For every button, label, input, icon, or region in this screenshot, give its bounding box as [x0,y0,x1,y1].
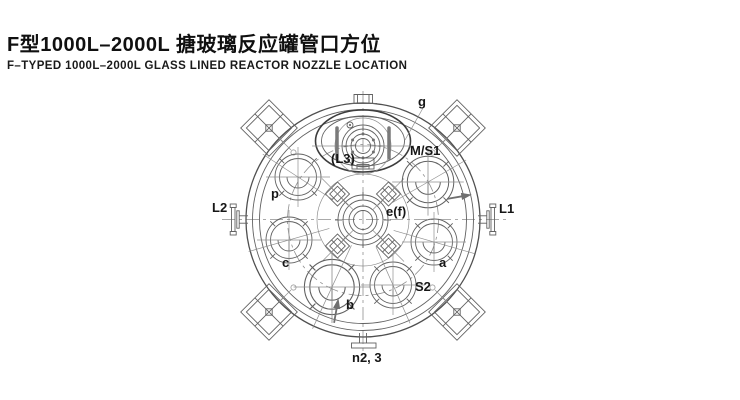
nozzle-l1-flange [478,203,497,236]
nozzle-ms1 [389,147,467,217]
label-l3: (L3) [331,151,355,166]
label-ms1: M/S1 [410,143,440,158]
title-block: F型1000L–2000L 搪玻璃反应罐管口方位 F–TYPED 1000L–2… [7,28,407,72]
top-lug [349,94,377,104]
label-g: g [418,94,426,109]
label-s2: S2 [415,279,431,294]
nozzle-b [293,245,371,329]
direction-arrow-right-icon [445,190,474,204]
bolt-mark-icon [346,121,354,129]
nozzle-c [248,209,330,271]
label-l2: L2 [212,200,227,215]
manway [312,109,414,175]
nozzle-a [393,211,475,273]
nozzle-s2 [360,246,426,324]
label-l1: L1 [499,201,514,216]
nozzle-l2-flange [229,203,248,236]
g-leader-line [404,107,424,141]
center-diamond-lugs [321,178,405,262]
label-a: a [439,255,447,270]
label-b: b [346,297,354,312]
label-c: c [282,255,289,270]
label-n23: n2, 3 [352,350,382,365]
label-p: p [271,186,279,201]
page-title: F型1000L–2000L 搪玻璃反应罐管口方位 [7,34,381,56]
label-ef: e(f) [386,204,406,219]
nozzle-p [262,146,334,208]
bottom-flange [351,333,377,349]
nozzle-ef [335,192,391,248]
centerlines [222,91,506,353]
clamp-lugs [240,99,486,341]
nozzle-labels: g M/S1 (L3) p e(f) L2 L1 c a b S2 n2, 3 [212,94,514,365]
page-subtitle: F–TYPED 1000L–2000L GLASS LINED REACTOR … [7,60,408,72]
